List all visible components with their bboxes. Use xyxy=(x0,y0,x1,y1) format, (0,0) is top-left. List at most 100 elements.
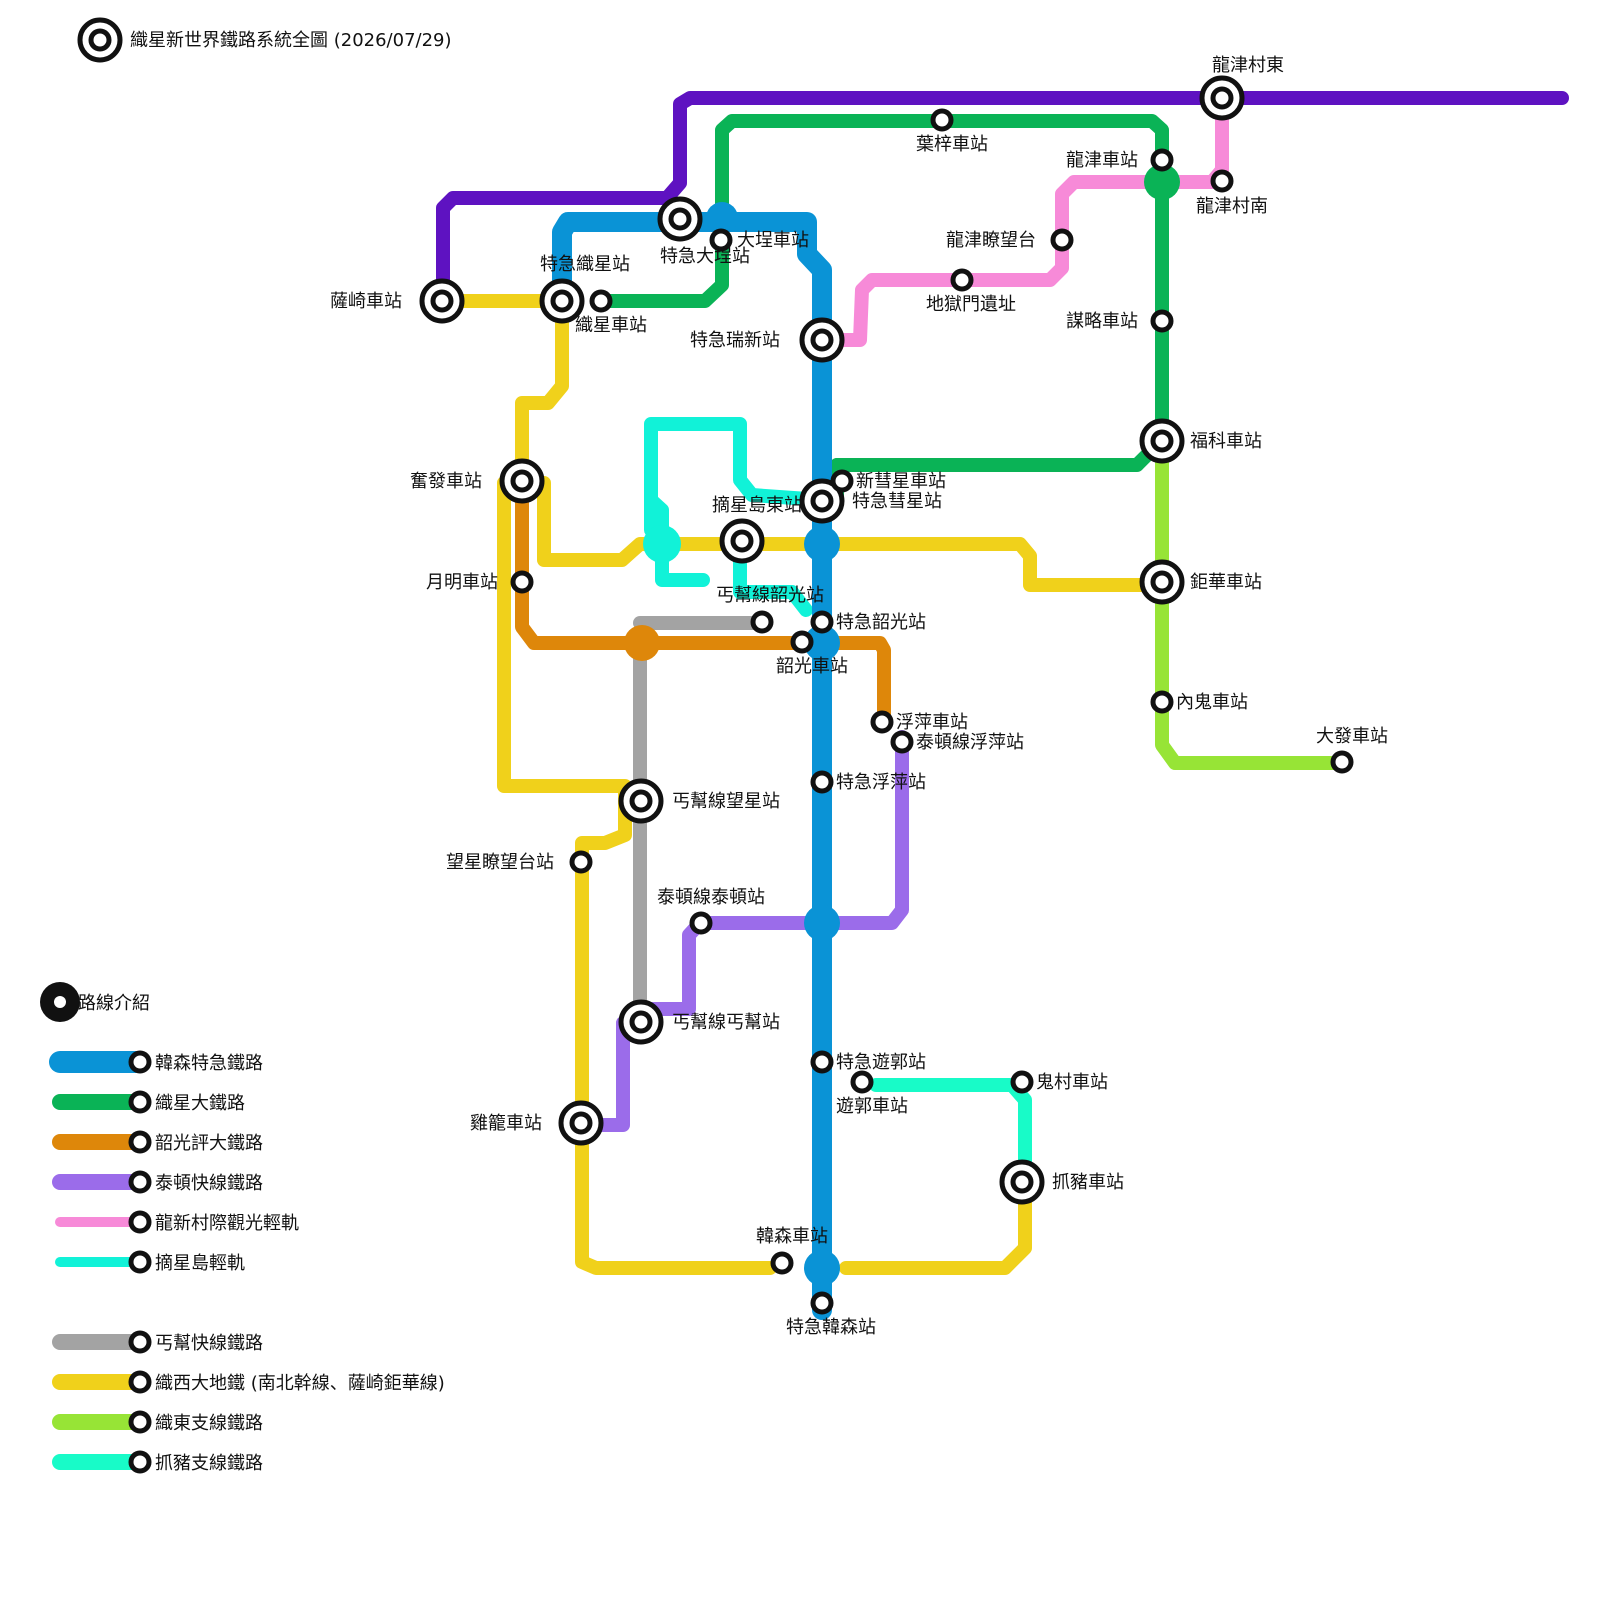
line-hansen xyxy=(712,212,832,1320)
legend-station-icon xyxy=(128,1370,152,1394)
station-label: 浮萍車站 xyxy=(896,712,968,733)
station-major[interactable] xyxy=(618,999,664,1045)
station-minor[interactable] xyxy=(850,1070,874,1094)
map-title: 織星新世界鐵路系統全圖 (2026/07/29) xyxy=(77,17,452,63)
station-minor[interactable] xyxy=(810,1050,834,1074)
station-label: 織星車站 xyxy=(575,315,647,336)
station-minor[interactable] xyxy=(810,610,834,634)
station-minor[interactable] xyxy=(1150,148,1174,172)
station-label: 新彗星車站 xyxy=(856,471,946,492)
station-major[interactable] xyxy=(1139,418,1185,464)
station-minor[interactable] xyxy=(709,228,733,252)
line-zhidong xyxy=(1155,453,1353,770)
station-label: 特急浮萍站 xyxy=(836,772,926,793)
station-label: 月明車站 xyxy=(426,572,498,593)
legend-item: 韶光評大鐵路 xyxy=(52,1130,263,1154)
station-minor[interactable] xyxy=(890,730,914,754)
legend-station-icon xyxy=(128,1410,152,1434)
station-minor[interactable] xyxy=(589,289,613,313)
station-minor[interactable] xyxy=(870,710,894,734)
interchange-blob xyxy=(804,625,840,661)
station-label: 特急瑞新站 xyxy=(690,330,780,351)
station-major[interactable] xyxy=(419,278,465,324)
legend-label: 織星大鐵路 xyxy=(155,1093,245,1114)
legend-station-icon xyxy=(128,1330,152,1354)
station-label: 龍津車站 xyxy=(1066,150,1138,171)
legend-label: 丐幫快線鐵路 xyxy=(155,1333,263,1354)
legend-item: 織西大地鐵 (南北幹線、薩崎鉅華線) xyxy=(52,1370,445,1394)
legend: 路線介紹 韓森特急鐵路織星大鐵路韶光評大鐵路泰頓快線鐵路龍新村際觀光輕軌摘星島輕… xyxy=(40,982,445,1474)
station-minor[interactable] xyxy=(1330,750,1354,774)
legend-label: 龍新村際觀光輕軌 xyxy=(155,1213,299,1234)
station-minor[interactable] xyxy=(1010,1070,1034,1094)
line-taidun xyxy=(829,730,909,930)
station-label: 丐幫線丐幫站 xyxy=(672,1012,780,1033)
station-minor[interactable] xyxy=(750,610,774,634)
station-label: 遊郭車站 xyxy=(836,1096,908,1117)
station-major[interactable] xyxy=(618,778,664,824)
station-major[interactable] xyxy=(499,458,545,504)
station-minor[interactable] xyxy=(689,911,713,935)
legend-label: 織西大地鐵 (南北幹線、薩崎鉅華線) xyxy=(155,1373,445,1394)
station-major[interactable] xyxy=(539,278,585,324)
station-major[interactable] xyxy=(999,1159,1045,1205)
legend-item: 織星大鐵路 xyxy=(52,1090,245,1114)
station-major[interactable] xyxy=(657,196,703,242)
station-label: 雞籠車站 xyxy=(470,1113,542,1134)
stations xyxy=(419,75,1354,1315)
legend-label: 抓豬支線鐵路 xyxy=(155,1453,263,1474)
station-minor[interactable] xyxy=(1210,169,1234,193)
interchange-blob xyxy=(804,905,840,941)
station-minor[interactable] xyxy=(790,630,814,654)
legend-label: 韓森特急鐵路 xyxy=(155,1053,263,1074)
station-label: 韓森車站 xyxy=(756,1226,828,1247)
station-major[interactable] xyxy=(558,1100,604,1146)
station-major[interactable] xyxy=(799,478,845,524)
legend-item: 摘星島輕軌 xyxy=(55,1250,245,1274)
legend-item: 韓森特急鐵路 xyxy=(49,1050,263,1074)
station-label: 摘星島東站 xyxy=(712,495,802,516)
station-label: 特急彗星站 xyxy=(852,491,942,512)
station-minor[interactable] xyxy=(930,108,954,132)
interchange-blob xyxy=(643,525,681,563)
station-minor[interactable] xyxy=(810,770,834,794)
station-label: 泰頓線浮萍站 xyxy=(916,732,1024,753)
line-hansen-top xyxy=(552,212,732,295)
legend-station-icon xyxy=(128,1050,152,1074)
legend-station-icon xyxy=(128,1090,152,1114)
page-title: 織星新世界鐵路系統全圖 (2026/07/29) xyxy=(130,30,452,51)
station-minor[interactable] xyxy=(1150,309,1174,333)
legend-heading-icon-inner xyxy=(54,996,66,1008)
station-minor[interactable] xyxy=(1050,228,1074,252)
legend-label: 韶光評大鐵路 xyxy=(155,1133,263,1154)
station-label: 韶光車站 xyxy=(776,656,848,677)
station-minor[interactable] xyxy=(830,469,854,493)
station-minor[interactable] xyxy=(770,1251,794,1275)
station-label: 鉅華車站 xyxy=(1190,572,1262,593)
legend-station-icon xyxy=(128,1450,152,1474)
legend-items: 韓森特急鐵路織星大鐵路韶光評大鐵路泰頓快線鐵路龍新村際觀光輕軌摘星島輕軌丐幫快線… xyxy=(49,1050,445,1474)
station-label: 內鬼車站 xyxy=(1176,692,1248,713)
interchange-blob xyxy=(706,202,738,234)
station-major[interactable] xyxy=(1139,559,1185,605)
legend-item: 泰頓快線鐵路 xyxy=(52,1170,263,1194)
station-label: 福科車站 xyxy=(1190,431,1262,452)
station-label: 特急遊郭站 xyxy=(836,1052,926,1073)
legend-label: 摘星島輕軌 xyxy=(155,1253,245,1274)
title-station-icon-inner xyxy=(88,28,112,52)
station-labels: 龍津村東 葉梓車站 龍津車站 龍津村南 龍津瞭望台 特急大埕站 大埕車站 特急織… xyxy=(330,55,1388,1338)
route-lines xyxy=(435,91,1569,1320)
station-label: 謀略車站 xyxy=(1066,311,1138,332)
station-minor[interactable] xyxy=(569,850,593,874)
station-label: 特急大埕站 xyxy=(660,246,750,267)
line-zhixi-c xyxy=(831,537,1153,592)
station-label: 望星瞭望台站 xyxy=(446,852,554,873)
station-minor[interactable] xyxy=(810,1291,834,1315)
station-major[interactable] xyxy=(799,317,845,363)
station-major[interactable] xyxy=(1199,75,1245,121)
station-minor[interactable] xyxy=(510,570,534,594)
station-minor[interactable] xyxy=(1150,690,1174,714)
station-minor[interactable] xyxy=(950,268,974,292)
station-major[interactable] xyxy=(719,518,765,564)
